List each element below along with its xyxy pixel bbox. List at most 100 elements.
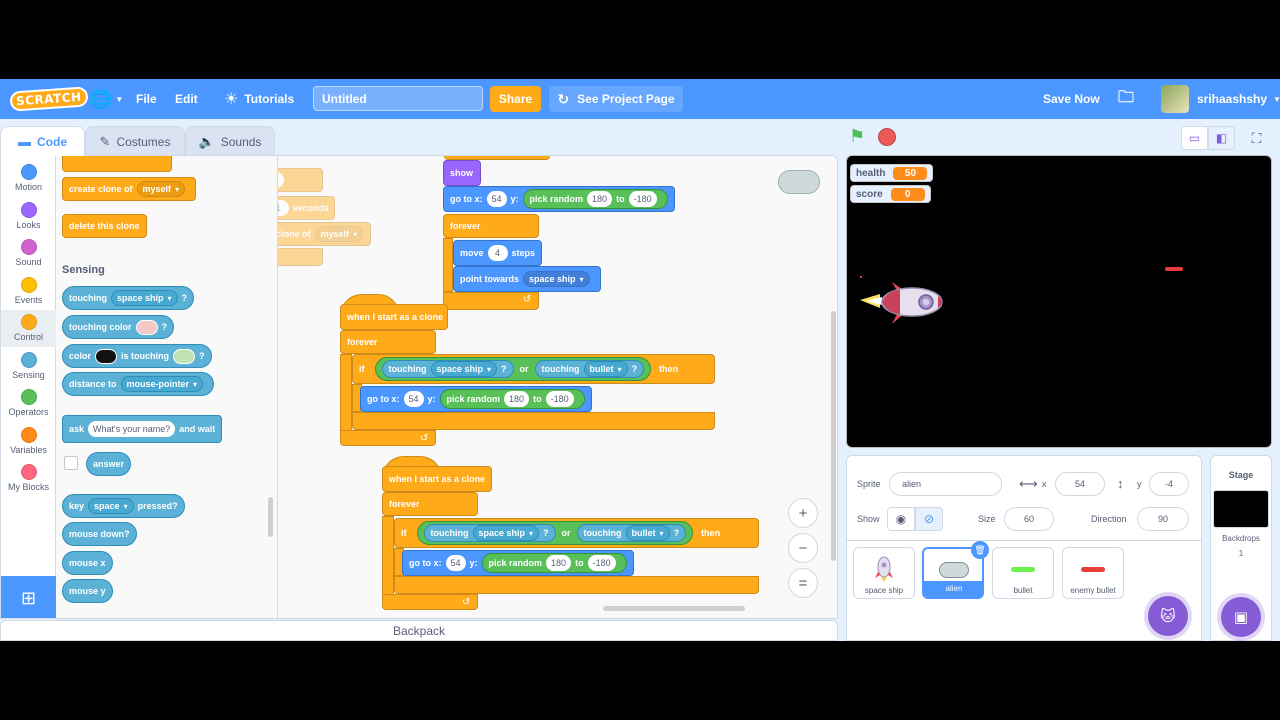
sprite-tile-alien[interactable]: alien 🗑 [922, 541, 989, 599]
touching-block[interactable]: touching bullet ? [534, 360, 645, 378]
zoom-in-button[interactable]: + [788, 498, 818, 528]
forever-block[interactable]: forever [443, 214, 539, 238]
go-to-xy-block[interactable]: go to x: 54 y: pick random 180 to -180 [443, 186, 675, 212]
normal-stage-button[interactable]: ◧ [1208, 126, 1235, 150]
color-swatch[interactable] [173, 348, 196, 364]
my-stuff-folder-icon[interactable]: 🗀 [1118, 88, 1135, 106]
distance-target-dropdown[interactable]: mouse-pointer [120, 376, 204, 392]
if-then-block[interactable]: if touching space ship ? or touching bul… [394, 518, 759, 548]
clone-hat-block[interactable]: when I start as a clone [382, 466, 492, 492]
tutorials-button[interactable]: ☀Tutorials [224, 91, 295, 108]
palette-delete-clone[interactable]: delete this clone [62, 214, 147, 238]
save-now-button[interactable]: Save Now [1043, 92, 1100, 106]
palette-touching-color[interactable]: touching color ? [62, 315, 174, 339]
or-operator-block[interactable]: touching space ship ? or touching bullet… [416, 521, 694, 545]
tab-sounds[interactable]: 🔈Sounds [185, 126, 275, 156]
go-to-xy-block[interactable]: go to x: 54 y: pick random 180 to -180 [402, 550, 634, 576]
sprite-direction-input[interactable]: 90 [1137, 507, 1189, 531]
move-steps-block[interactable]: move 4 steps [453, 240, 543, 266]
palette-distance-to[interactable]: distance to mouse-pointer [62, 372, 215, 396]
clone-target-dropdown[interactable]: myself [136, 181, 186, 197]
green-flag-icon[interactable]: ⚑ [849, 126, 866, 146]
sprite-x-input[interactable]: 54 [1055, 472, 1105, 496]
category-events[interactable]: Events [1, 273, 56, 310]
stop-icon[interactable] [878, 128, 896, 146]
palette-ask-and-wait[interactable]: ask What's your name? and wait [62, 415, 223, 443]
category-variables[interactable]: Variables [1, 423, 56, 460]
script-workspace[interactable]: repeat4 wait1seconds create clone ofmyse… [278, 156, 837, 618]
palette-mouse-y[interactable]: mouse y [62, 579, 113, 603]
touching-block[interactable]: touching bullet ? [576, 524, 687, 542]
score-monitor[interactable]: score 0 [850, 185, 931, 203]
sprite-size-input[interactable]: 60 [1004, 507, 1054, 531]
workspace-vertical-scrollbar[interactable] [831, 311, 836, 561]
answer-monitor-checkbox[interactable] [64, 456, 78, 470]
add-extension-button[interactable]: ⊞ [1, 576, 56, 618]
delete-sprite-icon[interactable]: 🗑 [971, 541, 989, 559]
category-sound[interactable]: Sound [1, 235, 56, 272]
palette-create-clone[interactable]: create clone of myself [62, 177, 197, 201]
color-swatch[interactable] [95, 348, 118, 364]
touching-target-dropdown[interactable]: space ship [111, 290, 178, 306]
wait-block[interactable]: wait1seconds [278, 196, 335, 220]
language-menu[interactable]: 🌐▼ [90, 79, 123, 119]
share-button[interactable]: Share [490, 86, 541, 112]
space-ship-sprite[interactable] [860, 276, 950, 331]
tab-costumes[interactable]: ✎Costumes [85, 126, 185, 156]
key-dropdown[interactable]: space [88, 498, 134, 514]
account-menu[interactable]: srihaashshy▼ [1161, 79, 1280, 119]
palette-color-touching[interactable]: color is touching ? [62, 344, 212, 368]
sprite-y-input[interactable]: -4 [1149, 472, 1189, 496]
backpack-panel[interactable]: Backpack [0, 620, 838, 641]
small-stage-button[interactable]: ▭ [1181, 126, 1208, 150]
palette-mouse-down[interactable]: mouse down? [62, 522, 137, 546]
if-then-block[interactable]: if touching space ship ? or touching bul… [352, 354, 715, 384]
edit-menu[interactable]: Edit [175, 92, 198, 106]
category-looks[interactable]: Looks [1, 198, 56, 235]
forever-block[interactable]: forever [382, 492, 478, 516]
category-my-blocks[interactable]: My Blocks [1, 460, 56, 497]
or-operator-block[interactable]: touching space ship ? or touching bullet… [374, 357, 652, 381]
palette-scrollbar[interactable] [268, 497, 273, 537]
scratch-logo[interactable]: SCRATCH [9, 79, 89, 119]
clone-hat-block[interactable]: when I start as a clone [340, 304, 448, 330]
forever-block[interactable]: forever [340, 330, 436, 354]
category-sensing[interactable]: Sensing [1, 348, 56, 385]
category-motion[interactable]: Motion [1, 160, 56, 197]
point-towards-block[interactable]: point towards space ship [453, 266, 601, 292]
sprite-name-input[interactable]: alien [889, 472, 1002, 496]
repeat-block[interactable]: repeat4 [278, 168, 323, 192]
see-project-page-button[interactable]: ↻See Project Page [549, 86, 683, 112]
sprite-tile-space-ship[interactable]: space ship [853, 547, 915, 599]
color-swatch[interactable] [135, 319, 158, 335]
palette-block-partial[interactable] [62, 156, 172, 172]
health-monitor[interactable]: health 50 [850, 164, 934, 182]
project-title-input[interactable]: Untitled [313, 86, 483, 111]
show-sprite-button[interactable]: ◉ [887, 507, 915, 531]
pick-random-block[interactable]: pick random 180 to -180 [522, 189, 668, 209]
touching-block[interactable]: touching space ship ? [381, 360, 514, 378]
ask-text-input[interactable]: What's your name? [88, 421, 176, 437]
choose-backdrop-button[interactable]: ▣ [1221, 597, 1261, 637]
sprite-tile-bullet[interactable]: bullet [992, 547, 1054, 599]
pick-random-block[interactable]: pick random 180 to -180 [439, 389, 585, 409]
pick-random-block[interactable]: pick random 180 to -180 [481, 553, 627, 573]
zoom-reset-button[interactable]: = [788, 568, 818, 598]
sprite-tile-enemy-bullet[interactable]: enemy bullet [1062, 547, 1124, 599]
stage-canvas[interactable]: health 50 score 0 [846, 155, 1272, 448]
palette-answer[interactable]: answer [86, 452, 132, 476]
category-control[interactable]: Control [1, 310, 56, 347]
workspace-horizontal-scrollbar[interactable] [603, 606, 745, 611]
palette-key-pressed[interactable]: key space pressed? [62, 494, 185, 518]
choose-sprite-button[interactable]: 🐱 [1148, 596, 1188, 636]
show-block[interactable]: show [443, 160, 481, 186]
palette-mouse-x[interactable]: mouse x [62, 551, 113, 575]
go-to-xy-block[interactable]: go to x: 54 y: pick random 180 to -180 [360, 386, 592, 412]
hide-sprite-button[interactable]: ⊘ [915, 507, 943, 531]
palette-touching[interactable]: touching space ship ? [62, 286, 195, 310]
file-menu[interactable]: File [136, 92, 157, 106]
fullscreen-button[interactable]: ⛶ [1243, 126, 1270, 150]
category-operators[interactable]: Operators [1, 385, 56, 422]
tab-code[interactable]: ▬Code [0, 126, 85, 156]
